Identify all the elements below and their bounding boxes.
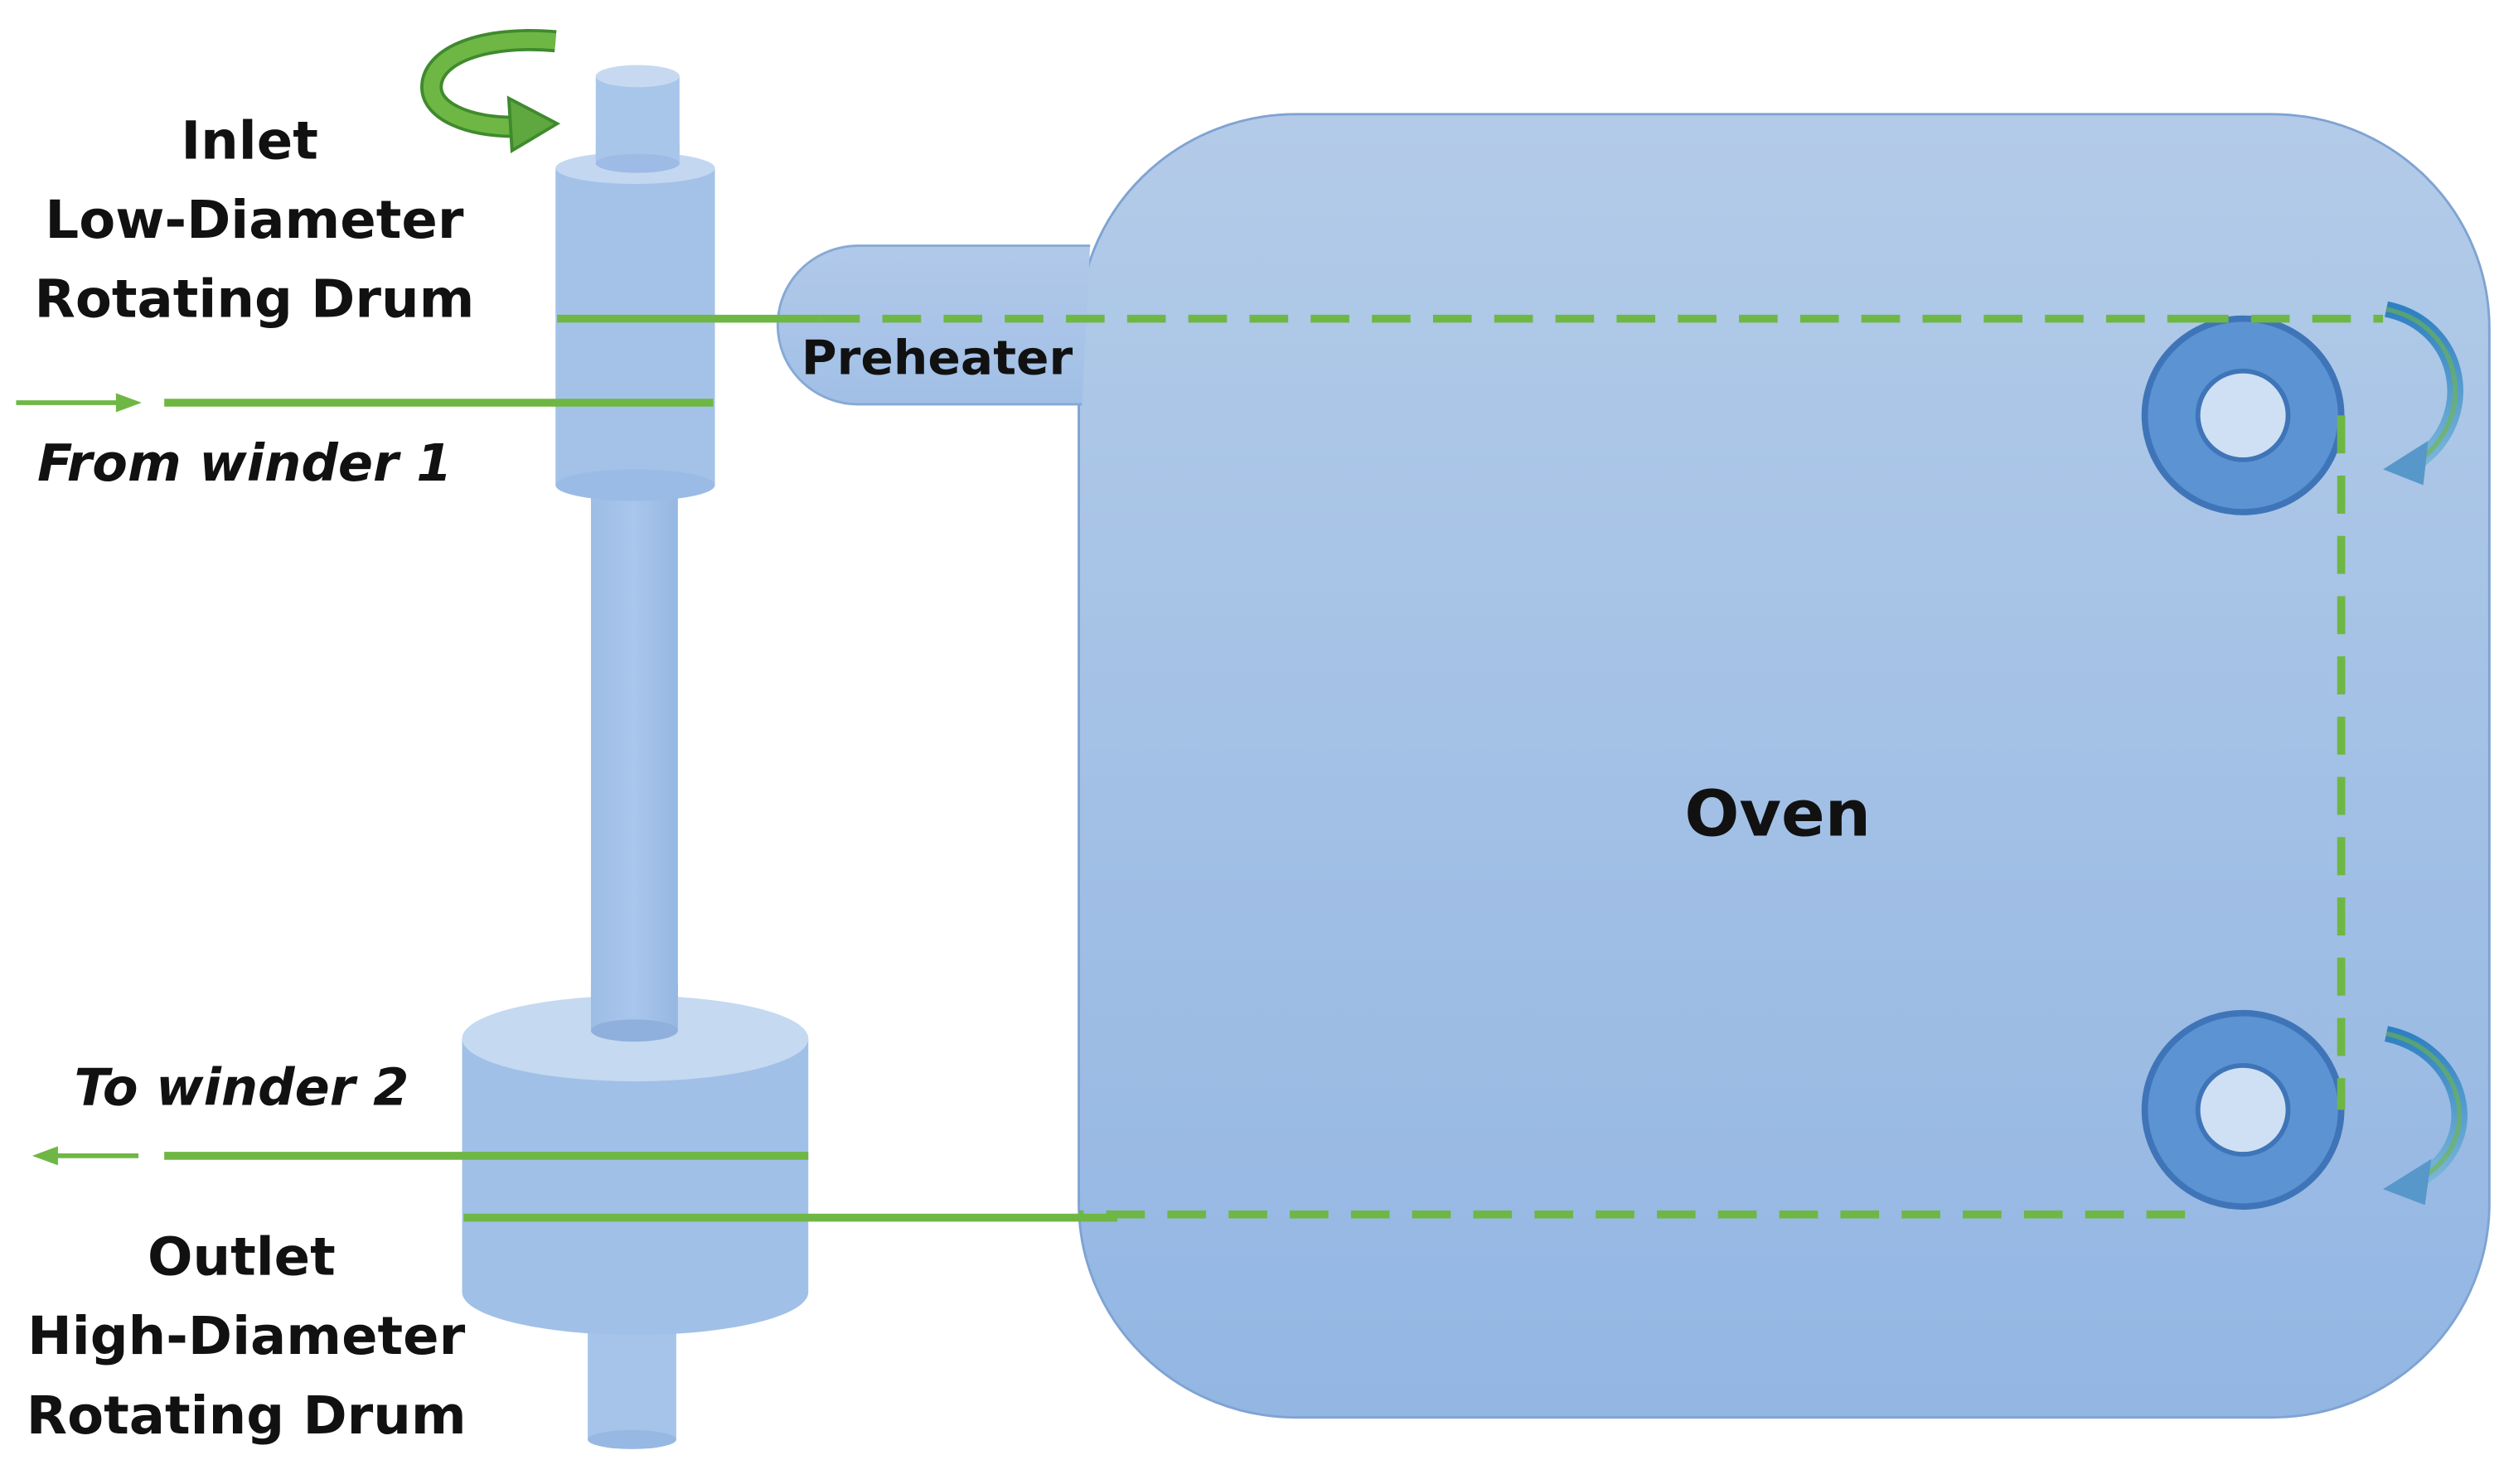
curved-arrow-icon [2383, 1026, 2468, 1206]
outlet-drum-label: Rotating Drum [27, 1385, 467, 1446]
outlet-drum-assembly [462, 983, 809, 1449]
curved-arrow-icon [420, 29, 561, 154]
from-winder-label: From winder 1 [37, 433, 453, 492]
outlet-subtitle: High-Diameter [27, 1307, 466, 1367]
curved-arrow-icon [2383, 301, 2463, 486]
inlet-drum-assembly [555, 65, 715, 1034]
fiber-path [16, 314, 2384, 1222]
shaft [590, 483, 678, 1027]
arrow-right-icon [115, 393, 142, 413]
roller-bottom [2141, 1009, 2345, 1210]
outlet-label-block: Outlet High-Diameter Rotating Drum [27, 1227, 467, 1447]
preheater-body [776, 244, 1091, 406]
inlet-drum [555, 167, 715, 486]
inlet-label-block: Inlet Low-Diameter Rotating Drum [34, 111, 474, 331]
inlet-drum-label: Rotating Drum [34, 269, 474, 330]
oven-body [1078, 113, 2491, 1419]
inlet-title: Inlet [181, 111, 318, 172]
roller-top [2141, 315, 2345, 515]
preheater: Preheater [776, 244, 1091, 406]
inlet-subtitle: Low-Diameter [45, 190, 464, 250]
oven-label: Oven [1684, 777, 1871, 851]
to-winder-label: To winder 2 [74, 1058, 409, 1117]
arrow-left-icon [31, 1146, 58, 1166]
oven: Oven [1078, 113, 2491, 1419]
preheater-label: Preheater [802, 330, 1073, 385]
outlet-title: Outlet [148, 1227, 336, 1288]
